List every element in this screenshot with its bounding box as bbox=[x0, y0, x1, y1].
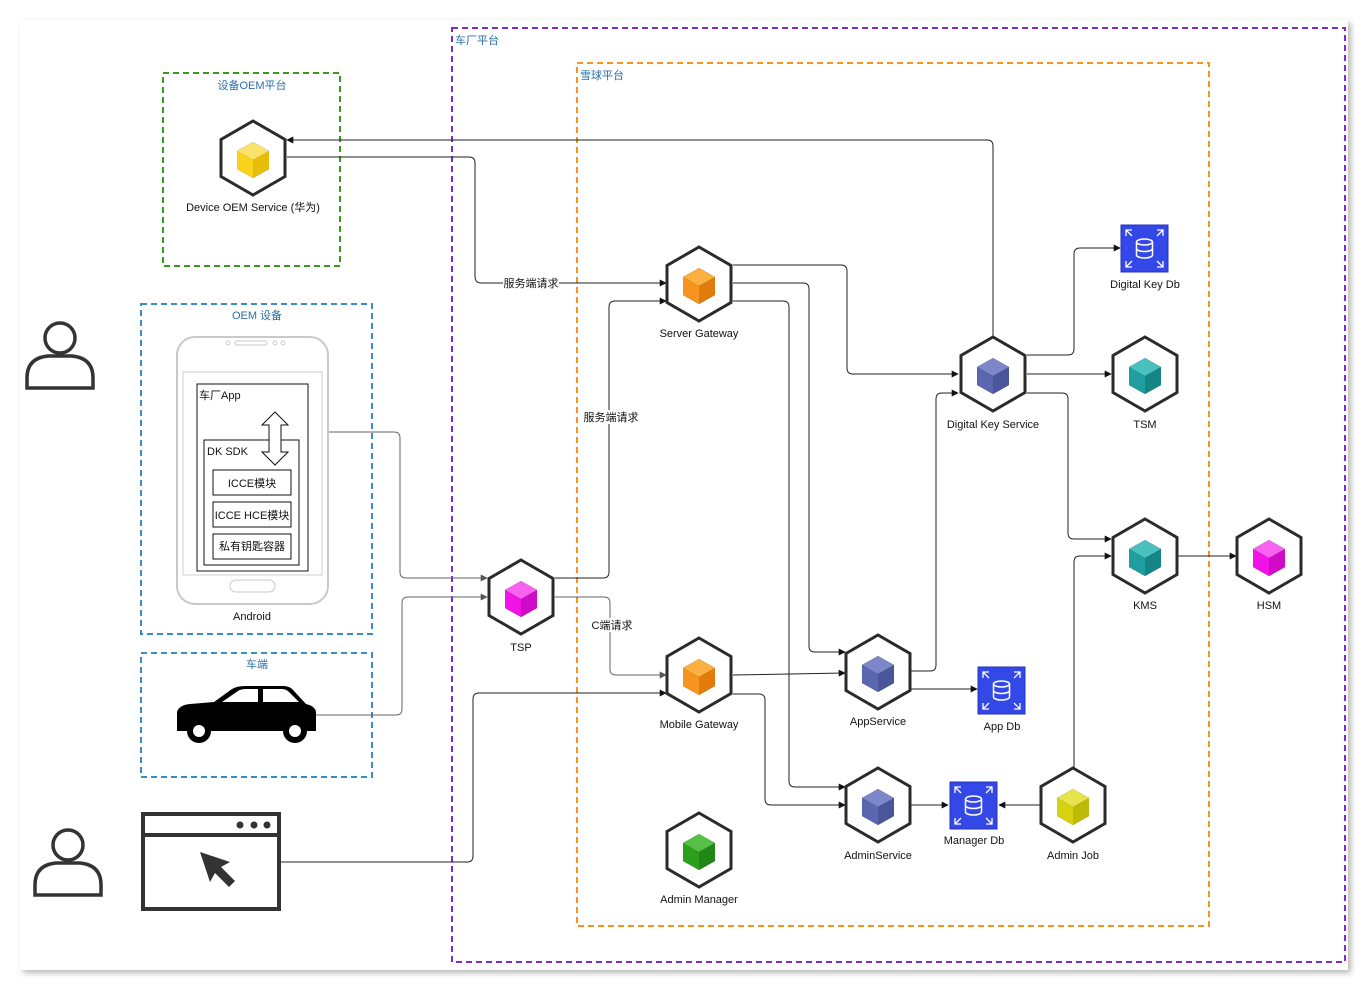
edge-browser-to-mobile-gateway bbox=[280, 689, 667, 863]
app-db-label: App Db bbox=[984, 721, 1021, 733]
edge-mobile-gateway-to-adminservice bbox=[733, 693, 846, 809]
edge-car-to-tsp bbox=[315, 593, 488, 716]
vehicle-side-label: 车端 bbox=[246, 657, 268, 671]
adminservice-cube-icon bbox=[844, 766, 912, 844]
digital-key-db-database-icon bbox=[1120, 224, 1169, 273]
edge-tsp-to-server-gateway bbox=[555, 297, 667, 579]
double-arrow-icon bbox=[260, 411, 290, 466]
tsm-label: TSM bbox=[1133, 419, 1156, 431]
edge-server-gateway-to-appservice bbox=[733, 282, 846, 656]
appservice-cube-icon bbox=[844, 633, 912, 711]
mobile-gateway-cube-icon bbox=[665, 636, 733, 714]
edge-server-gateway-to-dks bbox=[733, 264, 959, 378]
private-key-container-box bbox=[212, 533, 292, 560]
private-key-container-label: 私有钥匙容器 bbox=[219, 539, 285, 553]
car-factory-platform-label: 车厂平台 bbox=[455, 33, 499, 47]
manager-db-database-icon bbox=[949, 781, 998, 830]
tsp-label: TSP bbox=[510, 642, 531, 654]
oem-device-label: OEM 设备 bbox=[232, 308, 282, 322]
manager-db-label: Manager Db bbox=[944, 835, 1005, 847]
android-label: Android bbox=[233, 611, 271, 623]
icce-hce-module-box bbox=[212, 501, 292, 528]
tsp-cube-icon bbox=[487, 558, 555, 636]
app-db-database-icon bbox=[977, 666, 1026, 715]
admin-job-label: Admin Job bbox=[1047, 850, 1099, 862]
digital-key-db-label: Digital Key Db bbox=[1110, 279, 1180, 291]
edge-dks-to-device-oem bbox=[286, 136, 994, 338]
edge-dks-to-digital-key-db bbox=[1027, 244, 1121, 356]
edge-app-to-tsp bbox=[307, 431, 488, 582]
hsm-cube-icon bbox=[1235, 517, 1303, 595]
edge-appservice-to-dks bbox=[911, 389, 959, 672]
server-gateway-label: Server Gateway bbox=[660, 328, 739, 340]
appservice-label: AppService bbox=[850, 716, 906, 728]
mobile-gateway-label: Mobile Gateway bbox=[660, 719, 739, 731]
edge-dks-to-kms bbox=[1027, 392, 1112, 543]
device-oem-service-label: Device OEM Service (华为) bbox=[186, 200, 320, 214]
device-oem-platform-label: 设备OEM平台 bbox=[217, 78, 286, 92]
hsm-label: HSM bbox=[1257, 600, 1281, 612]
icce-hce-module-label: ICCE HCE模块 bbox=[215, 509, 290, 522]
edge-tsp-to-mobile-gateway bbox=[555, 596, 667, 679]
edge-label-server-request-1: 服务端请求 bbox=[504, 277, 559, 290]
device-oem-service-cube-icon bbox=[219, 119, 287, 197]
admin-job-cube-icon bbox=[1039, 766, 1107, 844]
user-icon bbox=[33, 828, 103, 897]
snowball-platform-border bbox=[576, 62, 1210, 927]
browser-icon bbox=[141, 812, 281, 911]
edge-label-client-request: C端请求 bbox=[592, 619, 633, 632]
server-gateway-cube-icon bbox=[665, 245, 733, 323]
admin-manager-label: Admin Manager bbox=[660, 894, 738, 906]
device-oem-platform-border bbox=[162, 72, 341, 267]
digital-key-service-label: Digital Key Service bbox=[947, 419, 1039, 431]
user-icon bbox=[25, 321, 95, 390]
snowball-platform-label: 雪球平台 bbox=[580, 68, 624, 82]
admin-manager-cube-icon bbox=[665, 811, 733, 889]
dk-sdk-label: DK SDK bbox=[207, 446, 249, 458]
adminservice-label: AdminService bbox=[844, 850, 912, 862]
icce-module-box bbox=[212, 469, 292, 496]
tsm-cube-icon bbox=[1111, 335, 1179, 413]
edge-server-gateway-to-adminservice bbox=[733, 300, 846, 791]
kms-cube-icon bbox=[1111, 517, 1179, 595]
oem-device-border bbox=[140, 303, 373, 635]
icce-module-label: ICCE模块 bbox=[228, 477, 276, 490]
digital-key-service-cube-icon bbox=[959, 335, 1027, 413]
car-factory-platform-border bbox=[451, 27, 1346, 963]
kms-label: KMS bbox=[1133, 600, 1157, 612]
car-icon bbox=[177, 686, 316, 743]
car-app-label: 车厂App bbox=[199, 388, 241, 402]
edge-device-oem-to-server-gateway bbox=[287, 156, 667, 287]
edge-mobile-gateway-to-appservice bbox=[732, 669, 846, 677]
edge-label-server-request-2: 服务端请求 bbox=[584, 411, 639, 424]
edge-admin-job-to-kms bbox=[1073, 552, 1112, 770]
